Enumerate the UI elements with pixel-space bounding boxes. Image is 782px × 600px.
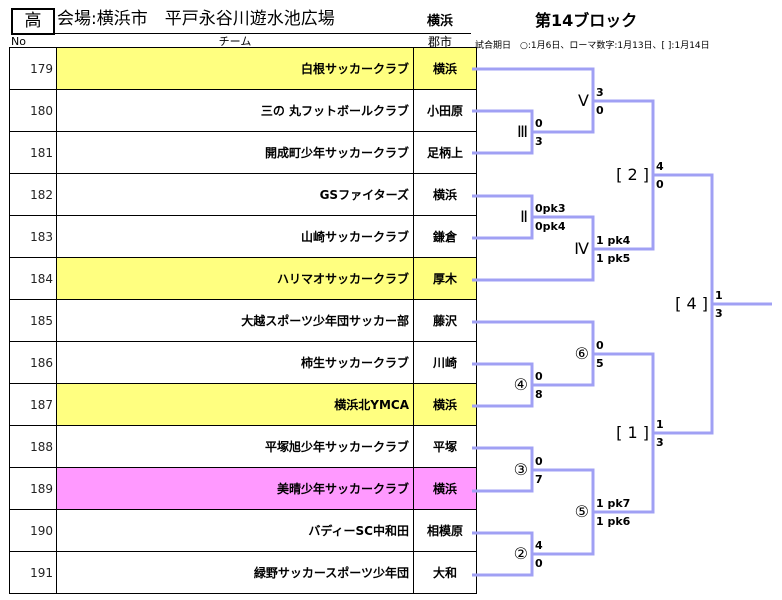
venue-title: 会場:横浜市 平戸永谷川遊水池広場 xyxy=(57,9,335,29)
match-score-top: 0 xyxy=(535,117,543,130)
match-score-bottom: 8 xyxy=(535,388,543,401)
team-name: 緑野サッカースポーツ少年団 xyxy=(56,551,414,594)
team-city: 藤沢 xyxy=(413,299,477,342)
match-label: [ 4 ] xyxy=(675,294,708,313)
team-city: 横浜 xyxy=(413,47,477,90)
team-city: 大和 xyxy=(413,551,477,594)
team-city: 横浜 xyxy=(413,383,477,426)
match-score-bottom: 3 xyxy=(535,135,543,148)
match-label: ⑤ xyxy=(574,502,589,521)
match-score-bottom: 0 xyxy=(656,178,664,191)
match-score-top: 4 xyxy=(656,160,664,173)
team-city: 厚木 xyxy=(413,257,477,300)
match-score-top: 0 xyxy=(596,339,604,352)
venue-city: 横浜 xyxy=(426,14,453,29)
match-score-top: 1 xyxy=(656,418,664,431)
grade-badge: 高 xyxy=(11,8,55,35)
team-name: 平塚旭少年サッカークラブ xyxy=(56,425,414,468)
team-city: 平塚 xyxy=(413,425,477,468)
schedule-note: 試合期日 ○:1月6日、ローマ数字:1月13日、[ ]:1月14日 xyxy=(475,41,710,51)
team-number: 189 xyxy=(9,467,57,510)
team-city: 横浜 xyxy=(413,173,477,216)
match-label: Ⅱ xyxy=(520,207,528,226)
match-score-bottom: 3 xyxy=(715,307,723,320)
match-score-bottom: 1 pk6 xyxy=(596,515,631,528)
match-score-top: 3 xyxy=(596,86,604,99)
match-label: [ 2 ] xyxy=(616,165,649,184)
block-title: 第14ブロック xyxy=(535,11,638,30)
match-score-top: 4 xyxy=(535,539,543,552)
team-number: 184 xyxy=(9,257,57,300)
match-label: ② xyxy=(513,544,528,563)
match-score-top: 0 xyxy=(535,370,543,383)
column-header-team: チーム xyxy=(218,35,252,48)
match-score-bottom: 0 xyxy=(596,104,604,117)
column-header-no: No xyxy=(11,35,26,48)
match-label: Ⅳ xyxy=(574,239,589,258)
match-label: ⑥ xyxy=(574,344,589,363)
team-number: 191 xyxy=(9,551,57,594)
match-score-bottom: 3 xyxy=(656,436,664,449)
match-score-bottom: 7 xyxy=(535,473,543,486)
team-number: 190 xyxy=(9,509,57,552)
team-city: 横浜 xyxy=(413,467,477,510)
team-name: 美晴少年サッカークラブ xyxy=(56,467,414,510)
team-number: 179 xyxy=(9,47,57,90)
team-name: GSファイターズ xyxy=(56,173,414,216)
team-name: 白根サッカークラブ xyxy=(56,47,414,90)
match-score-bottom: 1 pk5 xyxy=(596,252,631,265)
match-score-top: 1 pk7 xyxy=(596,497,631,510)
match-score-bottom: 5 xyxy=(596,357,604,370)
team-name: 開成町少年サッカークラブ xyxy=(56,131,414,174)
match-score-top: 0pk3 xyxy=(535,202,566,215)
team-name: 山崎サッカークラブ xyxy=(56,215,414,258)
match-score-top: 0 xyxy=(535,455,543,468)
match-score-top: 1 pk4 xyxy=(596,234,631,247)
team-name: 三の 丸フットボールクラブ xyxy=(56,89,414,132)
team-number: 188 xyxy=(9,425,57,468)
match-label: Ⅴ xyxy=(578,91,589,110)
team-number: 187 xyxy=(9,383,57,426)
title-underline xyxy=(53,33,471,34)
match-score-bottom: 0pk4 xyxy=(535,220,566,233)
team-city: 相模原 xyxy=(413,509,477,552)
team-name: 横浜北YMCA xyxy=(56,383,414,426)
match-label: ③ xyxy=(513,460,528,479)
match-label: [ 1 ] xyxy=(616,423,649,442)
match-score-top: 1 xyxy=(715,289,723,302)
match-label: Ⅲ xyxy=(516,122,528,141)
team-number: 183 xyxy=(9,215,57,258)
team-number: 180 xyxy=(9,89,57,132)
column-header-city: 郡市 xyxy=(427,35,452,49)
match-score-bottom: 0 xyxy=(535,557,543,570)
match-label: ④ xyxy=(513,375,528,394)
team-name: バディーSC中和田 xyxy=(56,509,414,552)
